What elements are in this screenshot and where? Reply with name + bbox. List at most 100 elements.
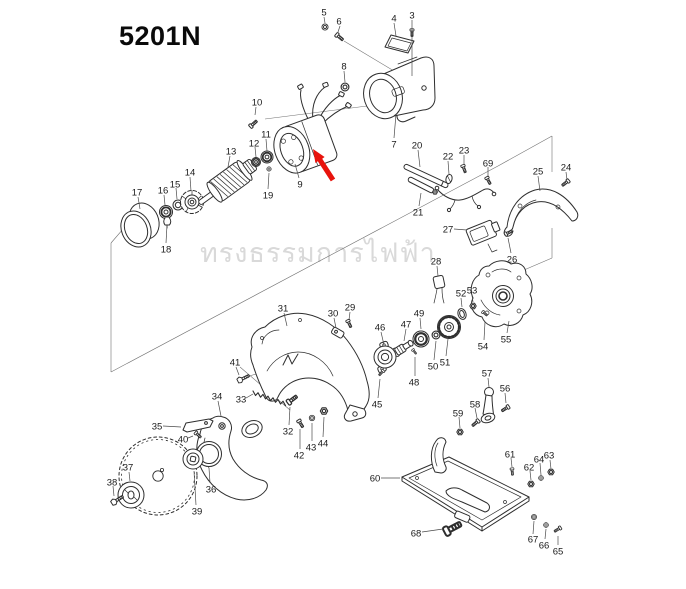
part-52-ring bbox=[457, 308, 467, 320]
leader-line-26 bbox=[507, 237, 512, 254]
part-label-14: 14 bbox=[185, 167, 196, 178]
part-label-17: 17 bbox=[132, 187, 143, 198]
part-5-washer bbox=[321, 23, 329, 31]
part-8-washer bbox=[340, 82, 350, 92]
part-10-screw bbox=[247, 118, 259, 130]
part-24-screw bbox=[560, 177, 571, 188]
leader-line-15 bbox=[175, 187, 178, 200]
part-label-22: 22 bbox=[443, 151, 454, 162]
leader-line-7 bbox=[393, 113, 397, 139]
part-label-42: 42 bbox=[294, 450, 305, 461]
part-label-18: 18 bbox=[161, 244, 172, 255]
part-label-66: 66 bbox=[539, 540, 550, 551]
part-66-washer bbox=[543, 522, 549, 528]
part-22-grommet bbox=[445, 173, 453, 185]
leader-line-25 bbox=[537, 175, 541, 192]
leader-line-8 bbox=[343, 70, 346, 83]
part-61-screw bbox=[509, 467, 515, 476]
part-label-27: 27 bbox=[443, 224, 454, 235]
leader-line-58 bbox=[474, 407, 478, 419]
part-label-44: 44 bbox=[318, 438, 329, 449]
part-label-3: 3 bbox=[409, 10, 414, 21]
part-label-31: 31 bbox=[278, 303, 289, 314]
part-59-nut bbox=[456, 428, 464, 436]
part-42-screw bbox=[295, 418, 306, 429]
leader-line-51 bbox=[445, 338, 449, 357]
part-46-bearing-retainer bbox=[373, 340, 397, 374]
part-label-38: 38 bbox=[107, 477, 118, 488]
part-label-69: 69 bbox=[483, 158, 494, 169]
part-label-63: 63 bbox=[544, 450, 555, 461]
leader-line-54 bbox=[483, 321, 486, 341]
part-label-32: 32 bbox=[283, 426, 294, 437]
lead-wire-harness bbox=[434, 185, 497, 213]
part-label-61: 61 bbox=[505, 449, 516, 460]
part-label-68: 68 bbox=[411, 528, 422, 539]
part-32-bolt bbox=[285, 393, 300, 407]
part-label-33: 33 bbox=[236, 394, 247, 405]
part-label-9: 9 bbox=[297, 179, 302, 190]
part-label-41: 41 bbox=[230, 357, 241, 368]
part-49-bearing bbox=[412, 330, 430, 348]
part-label-51: 51 bbox=[440, 357, 451, 368]
part-20-rod bbox=[403, 163, 449, 189]
leader-line-45 bbox=[377, 378, 381, 399]
part-label-58: 58 bbox=[470, 399, 481, 410]
part-label-40: 40 bbox=[178, 434, 189, 445]
part-62-nut bbox=[527, 480, 535, 488]
part-44-nut bbox=[319, 407, 329, 415]
leader-line-31 bbox=[283, 312, 288, 327]
leader-line-59 bbox=[458, 416, 461, 429]
part-28-connector bbox=[432, 274, 446, 304]
part-label-29: 29 bbox=[345, 302, 356, 313]
leader-line-55 bbox=[506, 320, 510, 334]
part-label-56: 56 bbox=[500, 383, 511, 394]
leader-line-67 bbox=[532, 520, 535, 535]
leader-line-56 bbox=[504, 392, 507, 404]
part-65-screw bbox=[552, 525, 563, 534]
leader-line-38 bbox=[112, 485, 115, 497]
leader-line-6 bbox=[337, 25, 341, 33]
part-label-28: 28 bbox=[431, 256, 442, 267]
leader-line-24 bbox=[565, 171, 568, 181]
part-label-25: 25 bbox=[533, 166, 544, 177]
leader-line-52 bbox=[460, 297, 463, 308]
part-58-screw bbox=[470, 417, 481, 428]
part-label-54: 54 bbox=[478, 341, 489, 352]
leader-line-62 bbox=[529, 470, 532, 481]
part-23-screw bbox=[460, 163, 468, 174]
part-4-name-plate bbox=[384, 34, 415, 54]
watermark: ทรงธรรมการไฟฟ้า bbox=[200, 238, 436, 268]
leader-line-18 bbox=[165, 224, 168, 244]
leader-line-10 bbox=[254, 106, 257, 116]
leader-line-32 bbox=[288, 406, 291, 426]
leader-line-13 bbox=[227, 155, 231, 168]
part-label-23: 23 bbox=[459, 145, 470, 156]
part-53-nut bbox=[469, 302, 477, 310]
part-label-5: 5 bbox=[321, 7, 326, 18]
leader-line-68 bbox=[421, 528, 444, 533]
part-51-gear bbox=[437, 315, 461, 339]
part-label-19: 19 bbox=[263, 190, 274, 201]
leader-line-66 bbox=[544, 528, 547, 540]
part-30-lever-plate bbox=[331, 326, 345, 339]
part-31-blade-case bbox=[250, 312, 370, 422]
part-55-gear-housing bbox=[470, 260, 533, 328]
part-label-62: 62 bbox=[524, 462, 535, 473]
leader-line-53 bbox=[471, 294, 474, 303]
leader-line-50 bbox=[433, 340, 437, 361]
part-50-ring bbox=[431, 330, 441, 340]
part-label-16: 16 bbox=[158, 185, 169, 196]
leader-line-19 bbox=[267, 172, 270, 190]
leader-line-9 bbox=[294, 163, 300, 179]
part-56-screw bbox=[500, 403, 511, 414]
part-37-outer-flange bbox=[117, 481, 145, 509]
leader-line-44 bbox=[322, 416, 325, 438]
part-19-washer bbox=[266, 166, 272, 172]
leader-line-14 bbox=[189, 176, 192, 192]
leader-line-11 bbox=[265, 138, 268, 152]
part-label-57: 57 bbox=[482, 368, 493, 379]
part-label-47: 47 bbox=[401, 319, 412, 330]
part-69-screw bbox=[484, 175, 493, 186]
